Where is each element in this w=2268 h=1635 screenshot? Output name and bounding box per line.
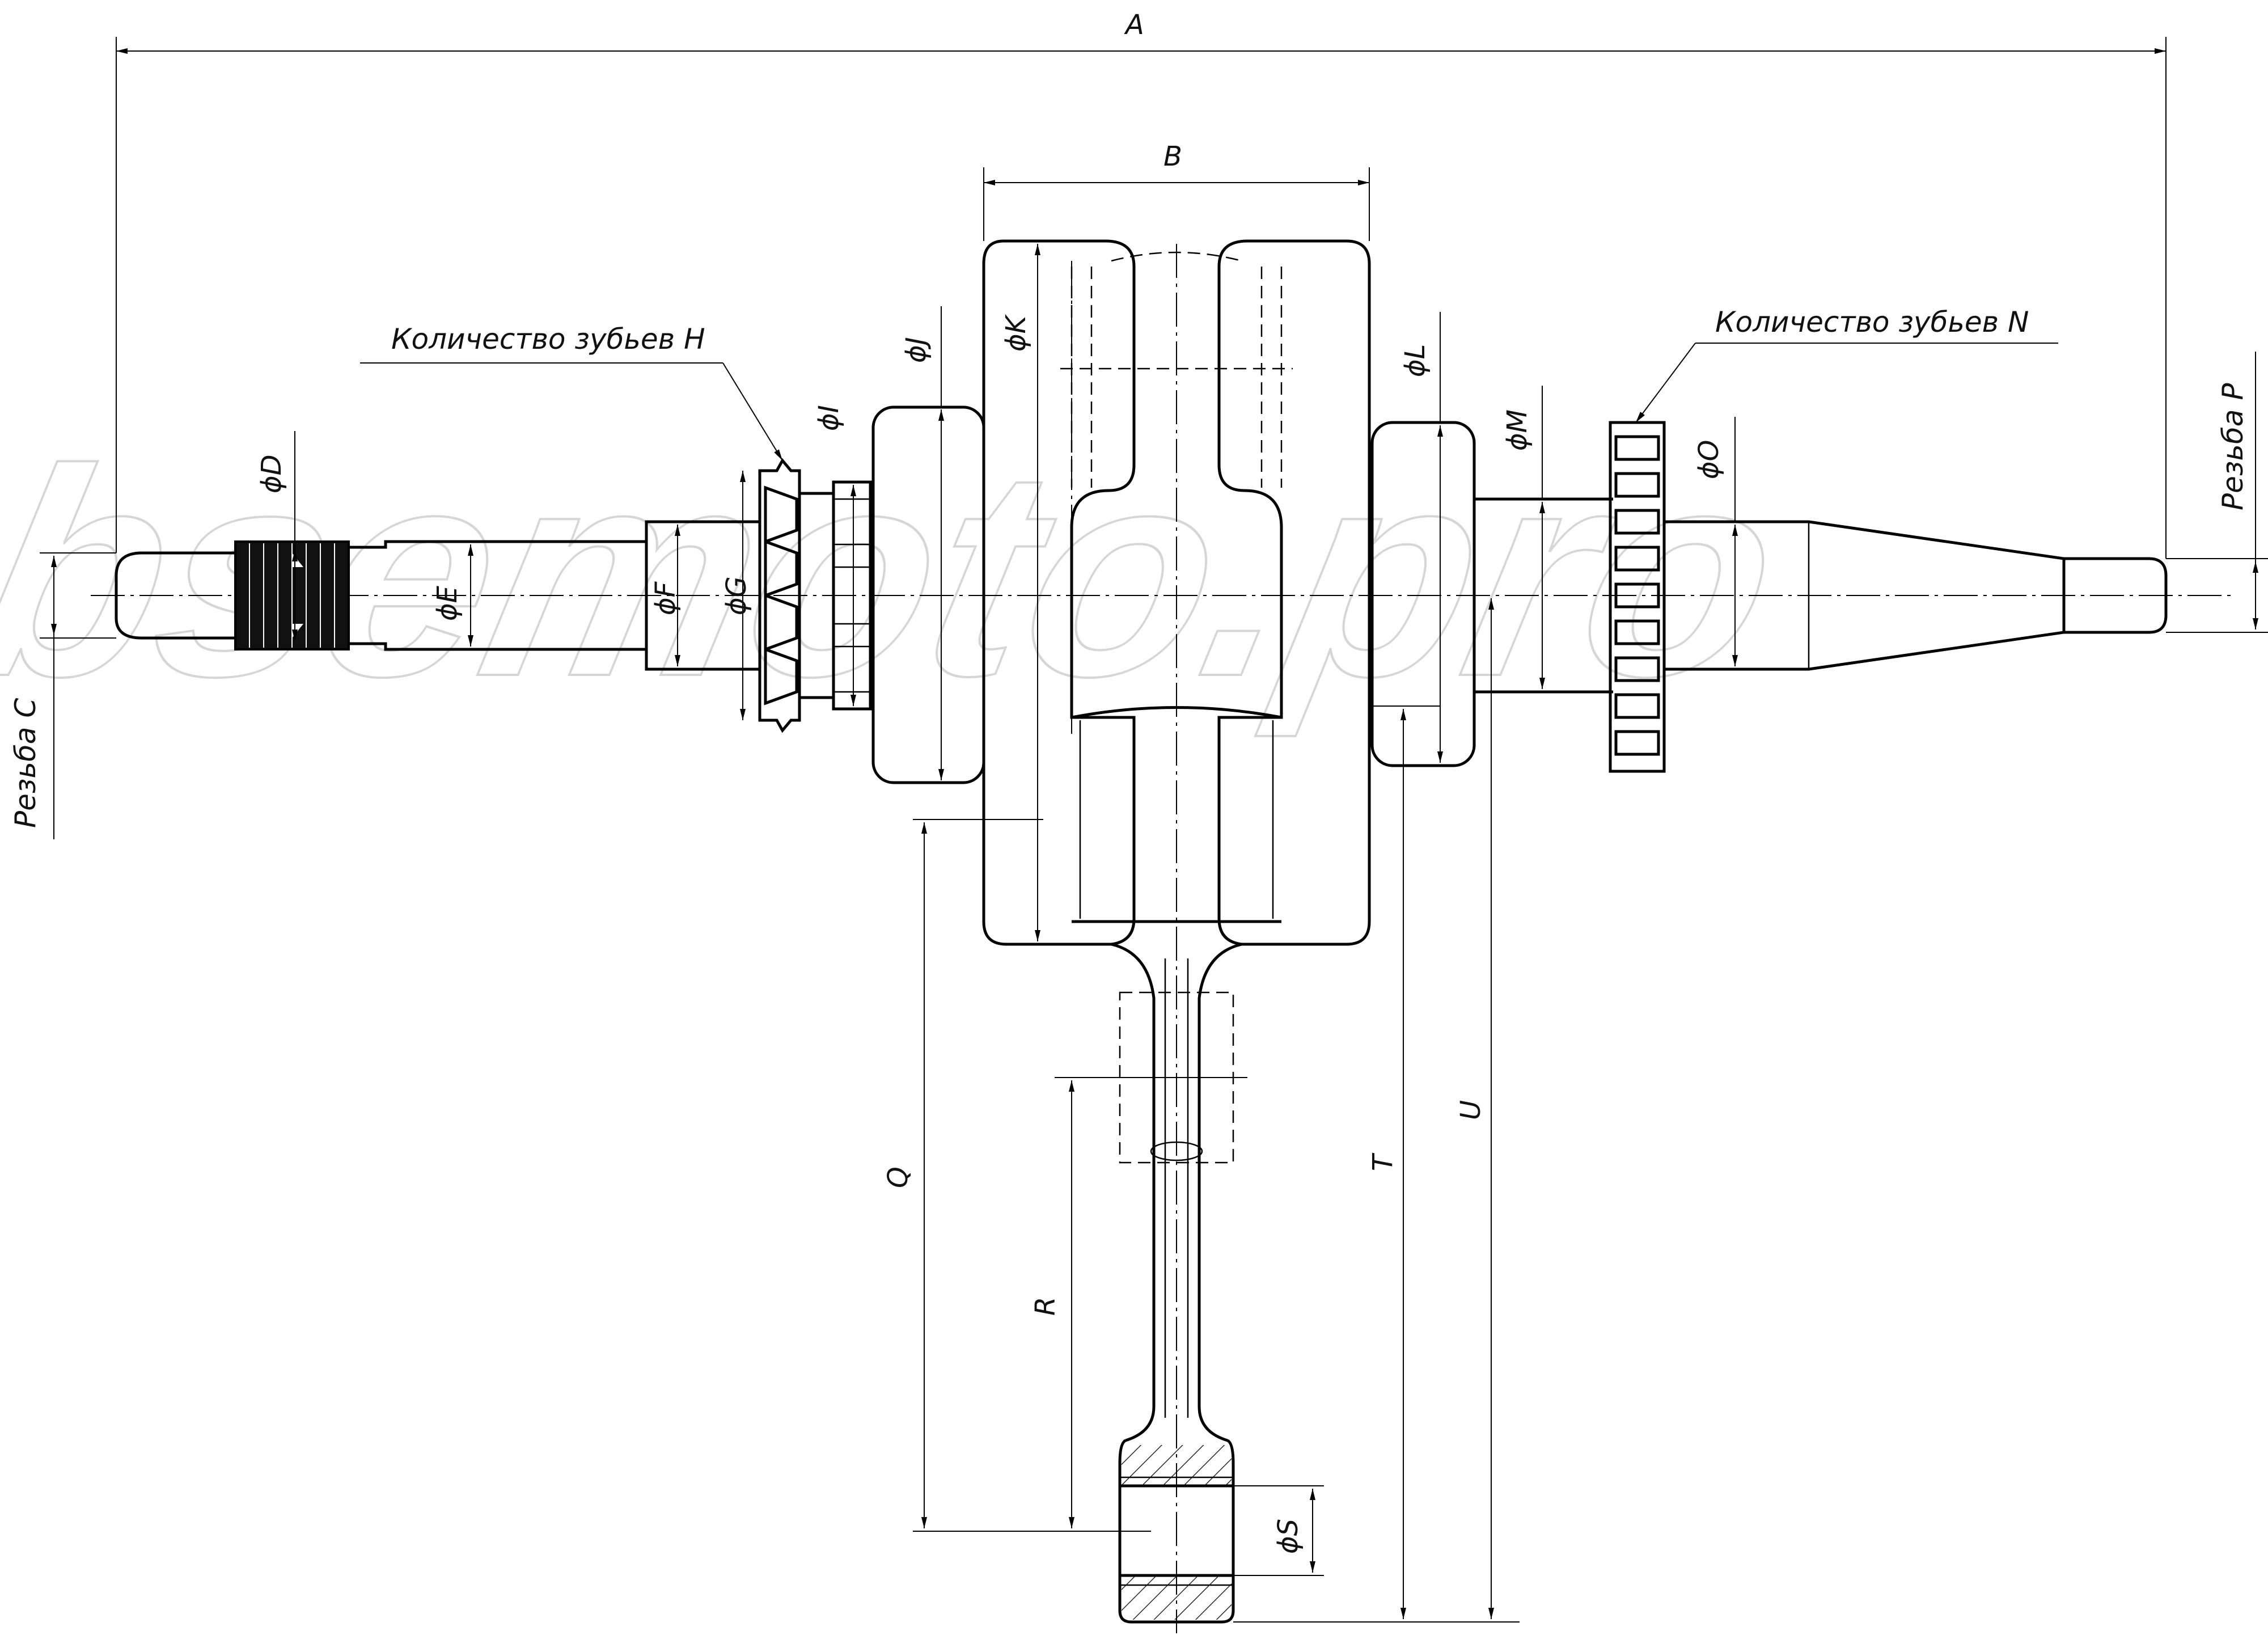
crankshaft-part [115,239,2168,1633]
dim-label-b: B [1163,141,1182,172]
dim-label-d: ϕD [256,454,287,493]
watermark-text: bsemoto.pro [0,408,1806,739]
right-shaft-m [1474,497,1613,694]
dim-label-i: ϕI [813,405,845,431]
timing-gear-h [758,458,801,733]
teeth-h-note: Количество зубьев H [391,323,705,356]
dim-label-k: ϕK [1000,314,1032,352]
left-shaft-end [115,551,235,640]
dim-label-t: T [1367,1152,1399,1171]
dimension-labels: A B ϕD ϕE ϕF ϕG ϕI ϕJ ϕK ϕL ϕM ϕO Q R ϕS… [256,9,1725,1554]
dim-label-a: A [1124,9,1144,41]
dim-label-q: Q [882,1167,914,1188]
dim-label-s: ϕS [1272,1519,1304,1554]
dim-label-o: ϕO [1693,440,1725,479]
dim-label-f: ϕF [650,581,682,615]
dim-label-j: ϕJ [900,337,932,363]
drive-gear-n [1609,421,1666,773]
teeth-n-note: Количество зубьев N [1715,306,2029,339]
dim-label-u: U [1455,1100,1487,1120]
right-journal-l [1370,421,1476,767]
dim-label-r: R [1030,1297,1061,1316]
dimension-lines [40,37,2268,1623]
callout-notes: Количество зубьев H Количество зубьев N … [9,306,2249,828]
right-crank-web [1217,239,1371,946]
dim-label-e: ϕE [431,585,463,621]
dim-label-m: ϕM [1501,409,1533,451]
right-shaft-end [2062,557,2168,634]
dim-label-g: ϕG [721,576,752,615]
dim-label-l: ϕL [1399,344,1431,377]
thread-c-note: Резьба C [9,698,42,828]
thread-p-note: Резьба P [2216,383,2249,510]
